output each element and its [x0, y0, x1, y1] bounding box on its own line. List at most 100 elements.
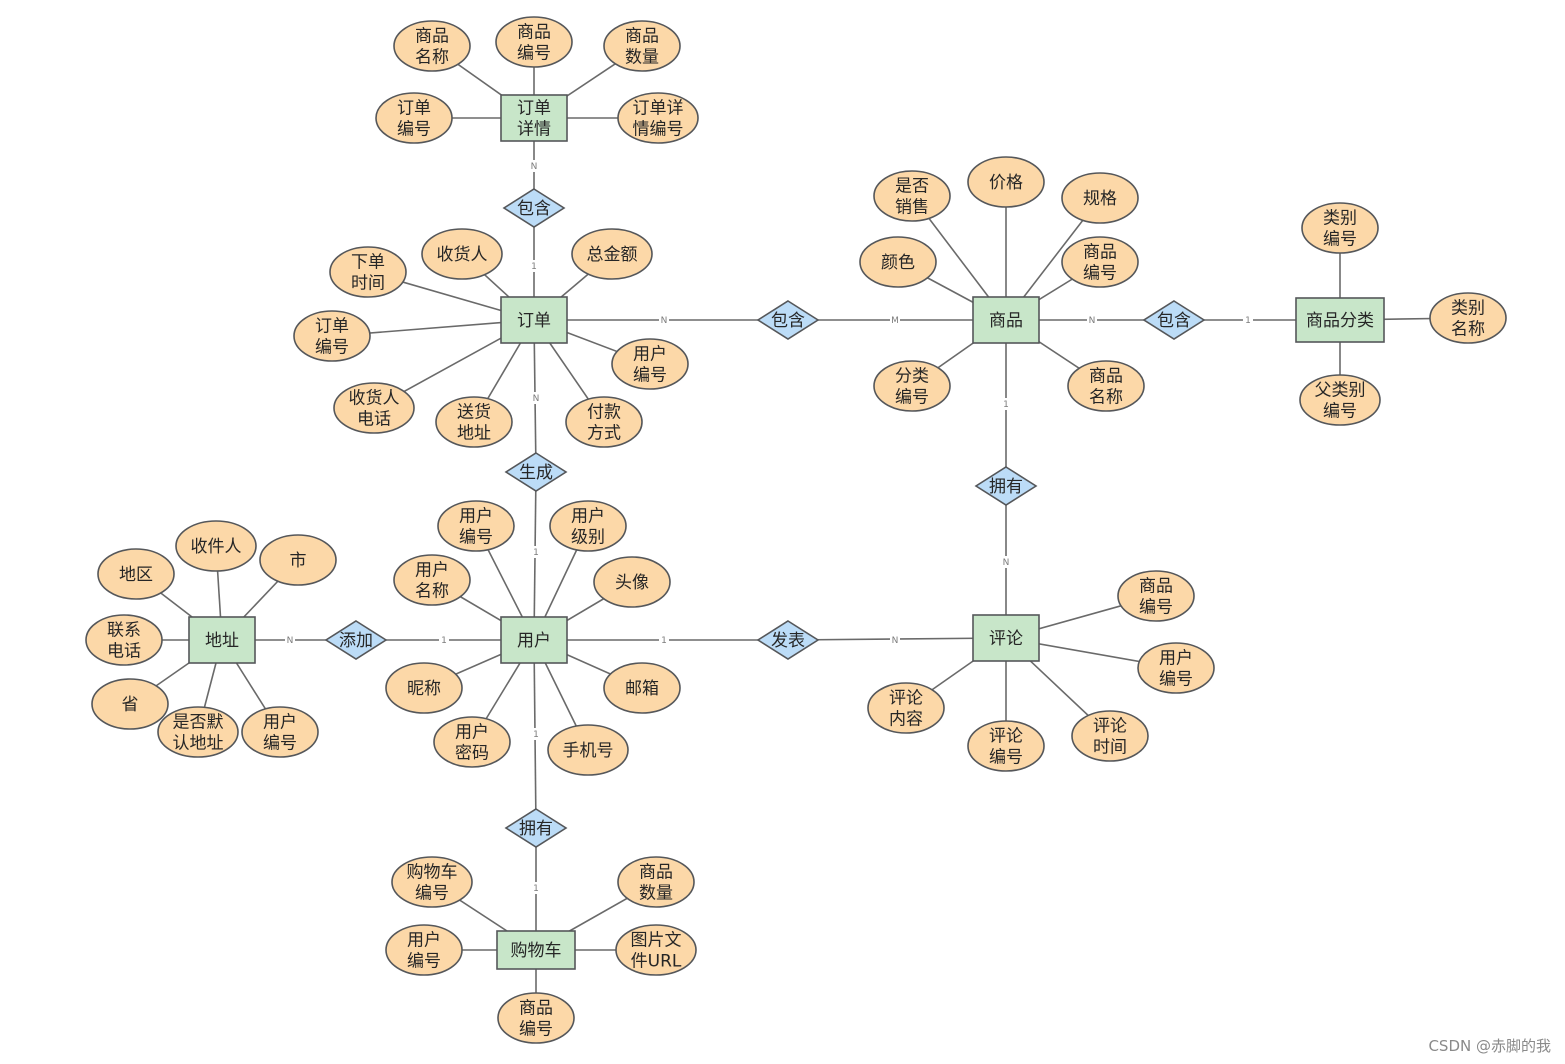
attribute-u_avatar[interactable]: 头像: [593, 556, 671, 608]
relationship-r_contain3[interactable]: 包含: [1142, 300, 1206, 340]
attribute-cm_id[interactable]: 评论编号: [967, 720, 1045, 772]
cardinality-bg: [659, 634, 669, 646]
attribute-c_name[interactable]: 类别名称: [1429, 292, 1507, 344]
attribute-a_receiver[interactable]: 收件人: [175, 520, 257, 572]
attribute-od_name[interactable]: 商品名称: [393, 20, 471, 72]
attribute-ellipse: [1071, 710, 1149, 762]
attribute-label: 省: [122, 695, 139, 715]
attribute-u_level[interactable]: 用户级别: [549, 500, 627, 552]
entity-category[interactable]: 商品分类: [1295, 297, 1385, 343]
entity-box: [972, 614, 1040, 662]
attribute-label: 商品名称: [1089, 367, 1123, 408]
entity-box: [188, 616, 256, 664]
attribute-cm_content[interactable]: 评论内容: [867, 682, 945, 734]
attribute-p_cid[interactable]: 分类编号: [873, 360, 951, 412]
attribute-p_price[interactable]: 价格: [967, 156, 1045, 208]
attribute-a_default[interactable]: 是否默认地址: [157, 706, 239, 758]
relationship-r_publish[interactable]: 发表: [756, 620, 820, 660]
attribute-label: 用户编号: [1159, 649, 1193, 690]
entity-label: 订单: [517, 311, 551, 331]
relationship-r_contain2[interactable]: 包含: [756, 300, 820, 340]
attribute-u_phone[interactable]: 手机号: [547, 724, 629, 776]
attribute-ct_qty[interactable]: 商品数量: [617, 856, 695, 908]
attribute-od_pid[interactable]: 商品编号: [495, 16, 573, 68]
attribute-ct_pid[interactable]: 商品编号: [497, 992, 575, 1044]
attribute-a_prov[interactable]: 省: [91, 678, 169, 730]
entity-comment[interactable]: 评论: [972, 614, 1040, 662]
attribute-o_id[interactable]: 订单编号: [293, 310, 371, 362]
relationship-r_own2[interactable]: 拥有: [504, 808, 568, 848]
attribute-ellipse: [1061, 236, 1139, 288]
attribute-u_id[interactable]: 用户编号: [437, 500, 515, 552]
relationship-r_add[interactable]: 添加: [324, 620, 388, 660]
attribute-label: 是否销售: [895, 177, 929, 218]
attribute-p_sale[interactable]: 是否销售: [873, 170, 951, 222]
entity-address[interactable]: 地址: [188, 616, 256, 664]
attribute-a_uid[interactable]: 用户编号: [241, 706, 319, 758]
attribute-a_region[interactable]: 地区: [97, 548, 175, 600]
entity-label: 评论: [989, 629, 1023, 649]
entity-user[interactable]: 用户: [500, 616, 568, 664]
attribute-p_color[interactable]: 颜色: [859, 236, 937, 288]
entity-order[interactable]: 订单: [500, 296, 568, 344]
attribute-p_id[interactable]: 商品编号: [1061, 236, 1139, 288]
entity-order_detail[interactable]: 订单详情: [500, 94, 568, 142]
attribute-label: 商品数量: [639, 863, 673, 904]
entity-cart[interactable]: 购物车: [496, 930, 576, 970]
entity-box: [500, 296, 568, 344]
attribute-od_did[interactable]: 订单详情编号: [617, 92, 699, 144]
attribute-o_phone[interactable]: 收货人电话: [333, 382, 415, 434]
relationship-r_contain1[interactable]: 包含: [502, 188, 566, 228]
cardinality-bg: [1001, 398, 1011, 410]
attribute-ellipse: [333, 382, 415, 434]
attribute-u_email[interactable]: 邮箱: [603, 662, 681, 714]
attribute-label: 商品编号: [517, 23, 551, 64]
attribute-o_uid[interactable]: 用户编号: [611, 338, 689, 390]
cardinality-bg: [890, 314, 900, 326]
attribute-label: 下单时间: [351, 253, 385, 294]
attribute-p_spec[interactable]: 规格: [1061, 172, 1139, 224]
attribute-ellipse: [497, 992, 575, 1044]
attribute-label: 邮箱: [625, 679, 659, 699]
attribute-label: 订单编号: [397, 99, 431, 140]
attribute-ellipse: [259, 534, 337, 586]
cardinality-k10: N: [1003, 558, 1010, 568]
attribute-p_name[interactable]: 商品名称: [1067, 360, 1145, 412]
attribute-cm_pid[interactable]: 商品编号: [1117, 570, 1195, 622]
attribute-c_id[interactable]: 类别编号: [1301, 202, 1379, 254]
attribute-ellipse: [293, 310, 371, 362]
attribute-a_city[interactable]: 市: [259, 534, 337, 586]
attribute-cm_uid[interactable]: 用户编号: [1137, 642, 1215, 694]
entity-box: [972, 296, 1040, 344]
attribute-o_receiver[interactable]: 收货人: [421, 228, 503, 280]
attribute-ct_url[interactable]: 图片文件URL: [615, 924, 697, 976]
attribute-label: 用户密码: [455, 723, 489, 764]
cardinality-bg: [285, 634, 295, 646]
attribute-ct_id[interactable]: 购物车编号: [391, 856, 473, 908]
attribute-ellipse: [617, 92, 699, 144]
attribute-ellipse: [571, 228, 653, 280]
attribute-ct_uid[interactable]: 用户编号: [385, 924, 463, 976]
attribute-u_pwd[interactable]: 用户密码: [433, 716, 511, 768]
attribute-od_oid[interactable]: 订单编号: [375, 92, 453, 144]
attribute-u_nick[interactable]: 昵称: [385, 662, 463, 714]
attribute-u_name[interactable]: 用户名称: [393, 554, 471, 606]
attribute-label: 分类编号: [895, 367, 929, 408]
attribute-ellipse: [1301, 202, 1379, 254]
entity-label: 商品: [989, 311, 1023, 331]
attribute-cm_time[interactable]: 评论时间: [1071, 710, 1149, 762]
attribute-o_total[interactable]: 总金额: [571, 228, 653, 280]
attribute-label: 用户级别: [571, 507, 605, 548]
attribute-o_pay[interactable]: 付款方式: [565, 396, 643, 448]
relationship-r_own1[interactable]: 拥有: [974, 466, 1038, 506]
attribute-c_pid[interactable]: 父类别编号: [1299, 374, 1381, 426]
attribute-o_addr[interactable]: 送货地址: [435, 396, 513, 448]
entity-product[interactable]: 商品: [972, 296, 1040, 344]
attribute-od_qty[interactable]: 商品数量: [603, 20, 681, 72]
attribute-label: 商品编号: [1139, 577, 1173, 618]
relationship-r_generate[interactable]: 生成: [504, 452, 568, 492]
attribute-o_time[interactable]: 下单时间: [329, 246, 407, 298]
attribute-a_phone[interactable]: 联系电话: [85, 614, 163, 666]
relationship-diamond: [504, 452, 568, 492]
